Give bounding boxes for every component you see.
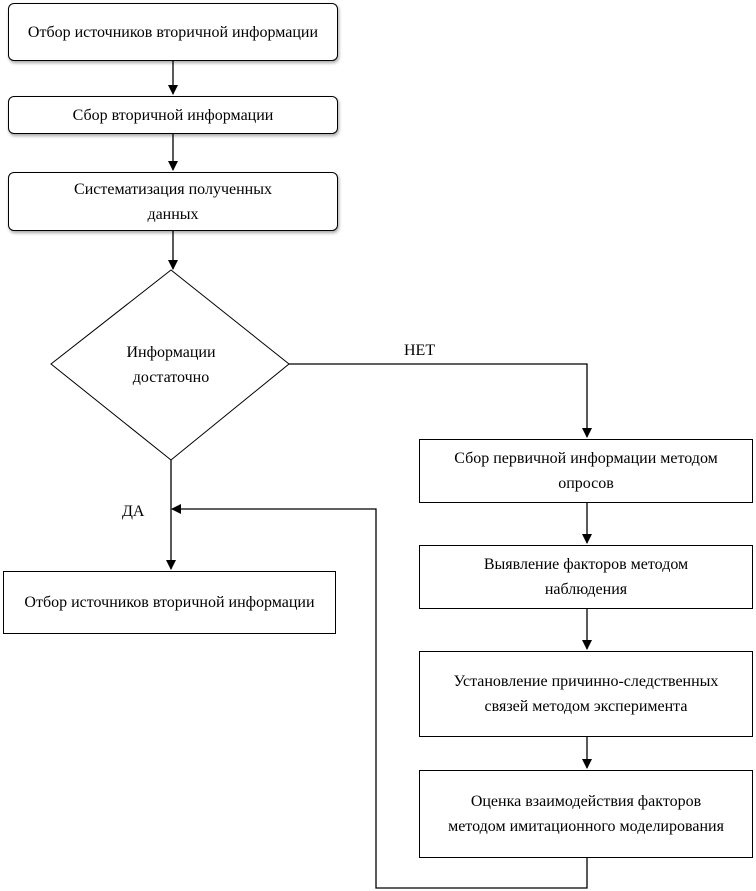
step-collect-primary-surveys: Сбор первичной информации методом опросо…: [419, 439, 753, 503]
step-collect-primary-surveys-label: Сбор первичной информации методом опросо…: [454, 450, 718, 492]
step-evaluate-factor-interaction: Оценка взаимодействия факторов методом и…: [419, 770, 753, 858]
step-select-secondary-sources-yes-label: Отбор источников вторичной информации: [24, 594, 315, 611]
step-systematize-data: Систематизация полученных данных: [8, 172, 338, 231]
step-establish-causal-links: Установление причинно-следственных связе…: [419, 651, 753, 737]
step-evaluate-factor-interaction-label: Оценка взаимодействия факторов методом и…: [448, 793, 724, 835]
arrow-no: [289, 363, 592, 438]
no-label: НЕТ: [404, 342, 436, 359]
step-identify-factors-observation-label: Выявление факторов методом наблюдения: [483, 556, 689, 598]
step-select-secondary-sources-yes: Отбор источников вторичной информации: [3, 571, 336, 634]
step-select-secondary-sources: Отбор источников вторичной информации: [8, 3, 338, 61]
step-systematize-data-label: Систематизация полученных данных: [74, 180, 272, 223]
decision-label: Информации достаточно: [126, 344, 216, 386]
step-identify-factors-observation: Выявление факторов методом наблюдения: [419, 545, 753, 609]
arrow-loop-back: [171, 504, 588, 889]
step-establish-causal-links-label: Установление причинно-следственных связе…: [453, 673, 719, 715]
step-collect-secondary-label: Сбор вторичной информации: [72, 106, 274, 124]
step-collect-secondary: Сбор вторичной информации: [8, 96, 338, 134]
step-select-secondary-sources-label: Отбор источников вторичной информации: [27, 23, 319, 41]
yes-label: ДА: [122, 503, 145, 520]
